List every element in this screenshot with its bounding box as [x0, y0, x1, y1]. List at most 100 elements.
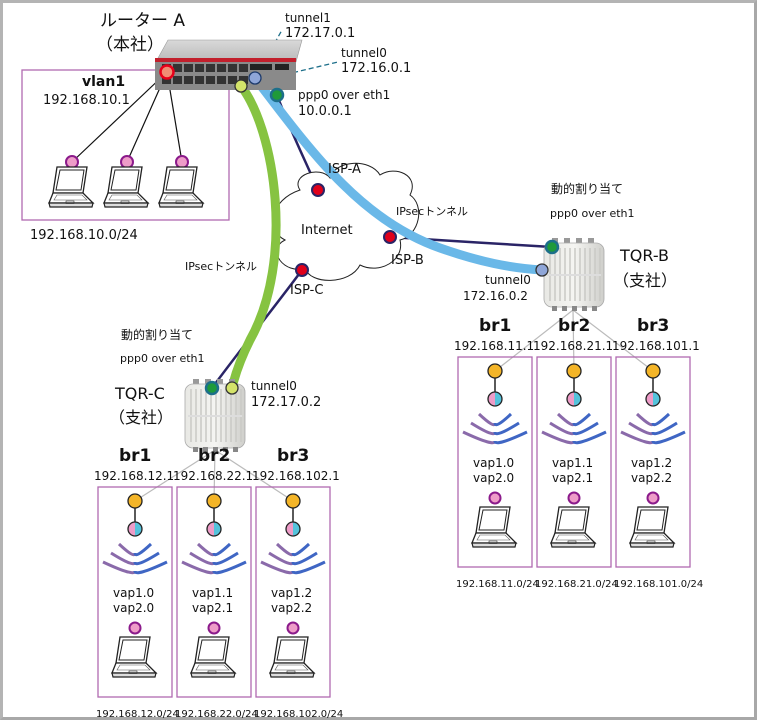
router-a-name: ルーター A — [100, 11, 186, 31]
tqr-b-vap2-label: vap2.1 — [552, 471, 594, 485]
wifi-arc — [556, 412, 576, 427]
tqr-b-bridge-name: br3 — [637, 316, 670, 336]
tqr-c-bridge-subnet: 192.168.102.0/24 — [254, 709, 344, 720]
wifi-arc — [651, 430, 686, 445]
vap-node-right — [293, 522, 300, 536]
vap-node — [285, 521, 301, 537]
wifi-arc — [477, 412, 497, 427]
wifi-arc — [291, 551, 318, 566]
tqr-b-vap1-label: vap1.2 — [631, 456, 673, 470]
tqr-b-ppp0-label: ppp0 over eth1 — [550, 207, 635, 220]
vap-node — [127, 521, 143, 537]
tqr-b-device — [543, 238, 605, 311]
bridge-node — [566, 363, 582, 379]
tqr-c-bridge-link — [213, 449, 216, 502]
wifi-arc — [572, 430, 607, 445]
tqr-c-ppp0-label: ppp0 over eth1 — [120, 352, 205, 365]
vap-node-left — [646, 392, 653, 406]
wifi-arc — [493, 412, 513, 427]
client-node — [120, 155, 134, 169]
tqr-c-bridge-subnet: 192.168.22.0/24 — [175, 709, 258, 720]
tqr-b-bridge-box — [536, 356, 612, 568]
ipsec-tunnel-b-label: IPsecトンネル — [396, 205, 469, 218]
laptop-icon — [269, 636, 315, 678]
ppp0-node-a — [269, 87, 285, 103]
wifi-arc — [651, 412, 671, 427]
isp-c-label: ISP-C — [290, 283, 324, 298]
ipsec-tunnel-c-label: IPsecトンネル — [185, 260, 258, 273]
tunnel1-node — [234, 79, 248, 93]
client-node — [65, 155, 79, 169]
bridge-node — [206, 493, 222, 509]
tqr-b-bridge-name: br2 — [558, 316, 591, 336]
tqr-c-bridge-name: br2 — [198, 446, 231, 466]
tqr-b-bridge-box — [457, 356, 533, 568]
tqr-c-vap1-label: vap1.1 — [192, 586, 234, 600]
tqr-c-tunnel0-label: tunnel0 — [251, 379, 297, 393]
tqr-b-dynamic-label: 動的割り当て — [551, 182, 624, 196]
wifi-arc — [117, 542, 137, 557]
tqr-c-vap2-label: vap2.2 — [271, 601, 313, 615]
tqr-c-bridge-ip: 192.168.102.1 — [252, 469, 340, 483]
tqr-b-bridge-link — [572, 309, 575, 372]
client-node — [488, 491, 502, 505]
tqr-c-bridge-box — [255, 486, 331, 698]
vlan1-node — [159, 64, 175, 80]
tqr-c-tunnel0-ip: 172.17.0.2 — [251, 395, 322, 410]
vlan1-label: vlan1 — [82, 74, 126, 90]
laptop-icon — [48, 166, 94, 208]
client-node — [128, 621, 142, 635]
tqr-b-bridge-name: br1 — [479, 316, 512, 336]
tqr-c-bridge-link — [134, 449, 216, 502]
tqr-c-role: （支社） — [109, 408, 174, 427]
tunnel1-label: tunnel1 — [285, 11, 331, 25]
laptop-icon — [471, 506, 517, 548]
tqr-b-bridge-link — [572, 309, 654, 372]
tqr-c-bridge-name: br3 — [277, 446, 310, 466]
wifi-arc — [635, 412, 655, 427]
bridge-node — [285, 493, 301, 509]
vap-node — [566, 391, 582, 407]
router-a-lan-box — [21, 69, 230, 221]
router-a-lan-subnet: 192.168.10.0/24 — [30, 228, 138, 243]
tqr-c-bridge-name: br1 — [119, 446, 152, 466]
isp-c-node — [295, 263, 309, 277]
tqr-c-bridge-box — [176, 486, 252, 698]
wifi-arc — [493, 430, 528, 445]
tqr-b-vap2-label: vap2.2 — [631, 471, 673, 485]
tqr-b-tunnel0-label: tunnel0 — [485, 273, 531, 287]
wifi-arc — [275, 542, 295, 557]
tqr-b-bridge-box — [615, 356, 691, 568]
lan-link — [71, 71, 168, 163]
router-a-device — [155, 39, 303, 90]
vap-node-left — [488, 392, 495, 406]
tqr-b-bridge-subnet: 192.168.21.0/24 — [535, 579, 618, 590]
vap-node-right — [653, 392, 660, 406]
tqr-c-bridge-link — [214, 449, 294, 502]
tqr-b-bridge-ip: 192.168.11.1 — [454, 339, 535, 353]
vap-node-right — [135, 522, 142, 536]
isp-b-label: ISP-B — [391, 253, 424, 268]
tqr-c-bridge-ip: 192.168.12.1 — [94, 469, 175, 483]
vlan1-ip: 192.168.10.1 — [43, 93, 130, 108]
ipsec-tunnel-c — [227, 81, 281, 393]
tqr-b-name: TQR-B — [620, 246, 670, 265]
laptop-icon — [111, 636, 157, 678]
tqr-b-tunnel0-ip: 172.16.0.2 — [463, 289, 528, 303]
isp-b-node — [383, 230, 397, 244]
vap-node-right — [495, 392, 502, 406]
wifi-arc — [291, 560, 326, 575]
tqr-c-vap1-label: vap1.0 — [113, 586, 155, 600]
wifi-arc — [212, 560, 247, 575]
ppp0-node-c — [204, 380, 220, 396]
tunnel0-node-b — [535, 263, 549, 277]
router-a-role: （本社） — [96, 35, 164, 55]
tqr-b-vap1-label: vap1.0 — [473, 456, 515, 470]
laptop-icon — [103, 166, 149, 208]
vap-node-left — [567, 392, 574, 406]
laptop-icon — [158, 166, 204, 208]
tqr-c-vap2-label: vap2.0 — [113, 601, 155, 615]
tqr-c-vap2-label: vap2.1 — [192, 601, 234, 615]
